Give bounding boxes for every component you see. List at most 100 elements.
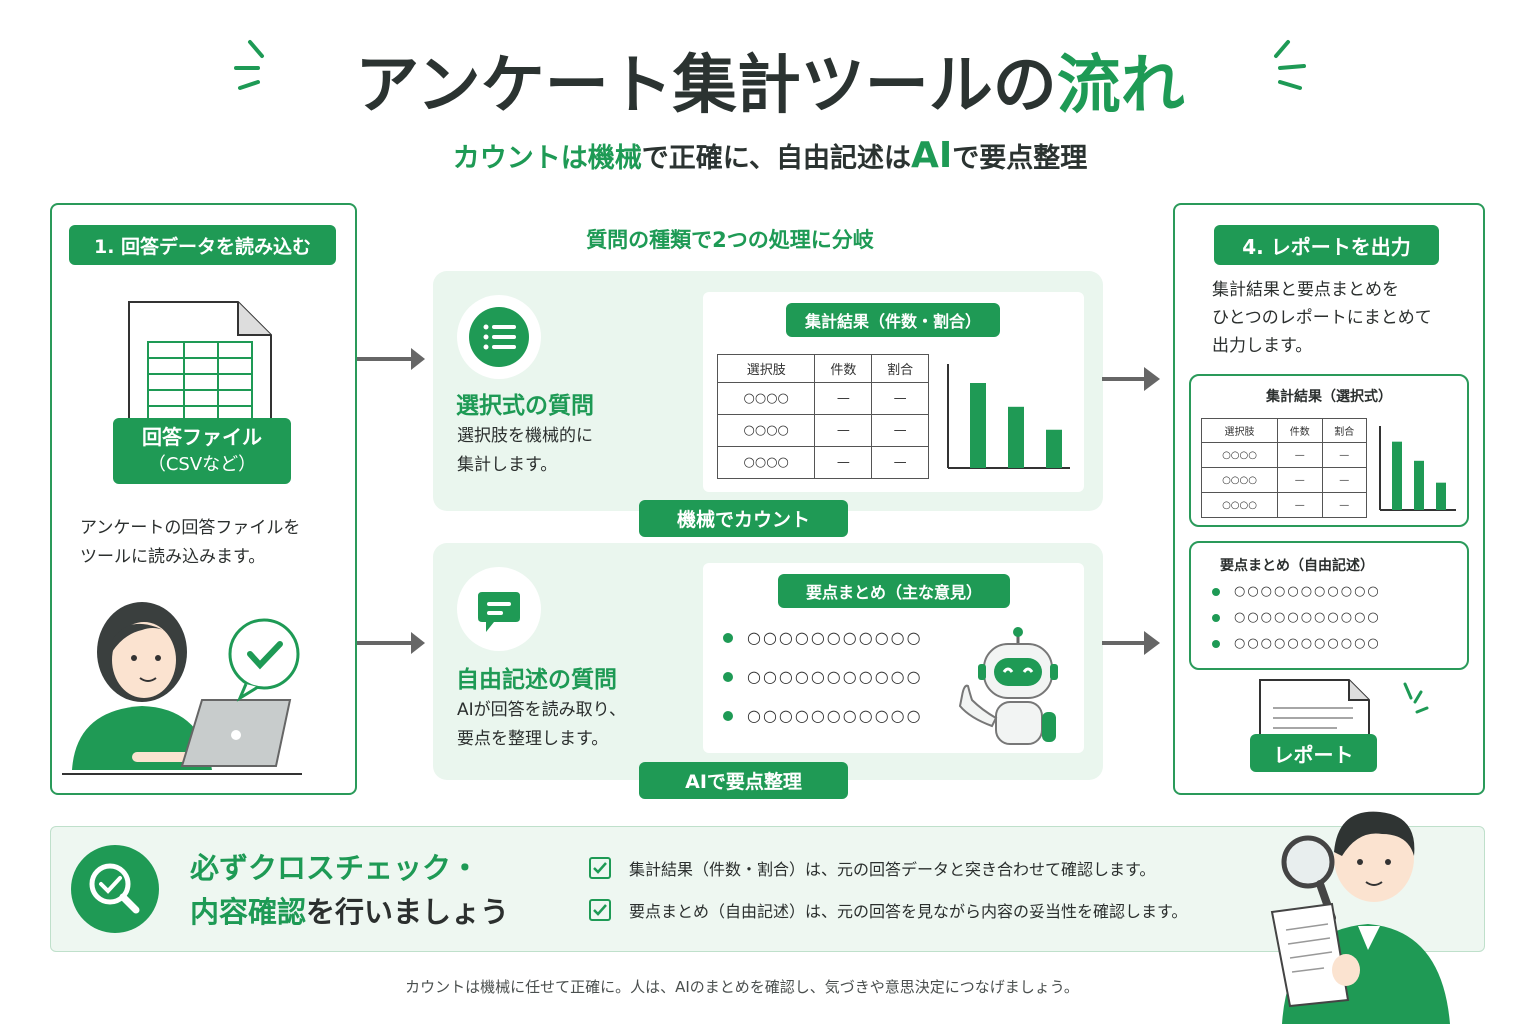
report-label: レポート <box>1250 734 1377 772</box>
bullet-dot <box>723 671 733 682</box>
table-cell: ○○○○ <box>716 382 816 415</box>
bullet-text: ○○○○○○○○○○○ <box>747 706 923 725</box>
chart-bar <box>1436 482 1446 510</box>
choice-footer-label: 機械でカウント <box>639 500 848 537</box>
table-header: 割合 <box>871 354 929 383</box>
list-item: ○○○○○○○○○○○ <box>1212 636 1381 651</box>
table-header: 件数 <box>814 354 873 383</box>
choice-desc-line1: 選択肢を機械的に <box>457 426 593 446</box>
table-cell: — <box>871 414 929 447</box>
person-laptop-illustration <box>62 590 312 780</box>
report-bar-chart <box>1379 426 1456 511</box>
report-summary-box <box>1189 541 1469 670</box>
bullet-text: ○○○○○○○○○○○ <box>1234 610 1381 625</box>
choice-result-label: 集計結果（件数・割合） <box>786 303 1000 337</box>
table-cell: — <box>1321 467 1368 493</box>
choice-bar-chart <box>947 364 1070 469</box>
checklist-text: 要点まとめ（自由記述）は、元の回答を見ながら内容の妥当性を確認します。 <box>629 902 1188 921</box>
free-result-label: 要点まとめ（主な意見） <box>778 574 1010 608</box>
bullet-dot <box>1212 613 1220 622</box>
free-question-desc: AIが回答を読み取り、 要点を整理します。 <box>457 696 626 754</box>
checklist-item: 要点まとめ（自由記述）は、元の回答を見ながら内容の妥当性を確認します。 <box>589 898 1187 922</box>
cross-check-title-rest: を行いましょう <box>306 895 510 929</box>
table-header: 割合 <box>1321 418 1368 443</box>
table-header: 選択肢 <box>716 354 816 383</box>
table-cell: — <box>871 446 929 479</box>
magnifier-check-icon <box>70 844 160 934</box>
cross-check-title-line1: 必ずクロスチェック・ <box>190 851 480 885</box>
report-results-label: 集計結果（選択式） <box>1266 389 1392 405</box>
table-cell: — <box>1277 492 1323 518</box>
footer-note: カウントは機械に任せて正確に。人は、AIのまとめを確認し、気づきや意思決定につな… <box>405 978 1079 996</box>
chart-bar <box>970 383 986 468</box>
bullet-dot <box>1212 587 1220 596</box>
step1-desc-line1: アンケートの回答ファイルを <box>80 518 301 538</box>
table-cell: — <box>1277 467 1323 493</box>
branch-heading: 質問の種類で2つの処理に分岐 <box>586 228 874 252</box>
checklist-item: 集計結果（件数・割合）は、元の回答データと突き合わせて確認します。 <box>589 856 1155 880</box>
bullet-text: ○○○○○○○○○○○ <box>747 667 923 686</box>
table-cell: — <box>814 446 873 479</box>
table-cell: ○○○○ <box>716 446 816 479</box>
arrow-choice-to-report <box>1102 362 1164 396</box>
free-footer-label: AIで要点整理 <box>639 762 848 799</box>
arrow-free-to-report <box>1102 626 1164 660</box>
list-item: ○○○○○○○○○○○ <box>723 628 923 647</box>
step4-label: 4. レポートを出力 <box>1214 225 1439 265</box>
table-cell: — <box>814 382 873 415</box>
file-label-line1: 回答ファイル <box>142 425 262 449</box>
list-item: ○○○○○○○○○○○ <box>723 706 923 725</box>
bullet-dot <box>723 710 733 721</box>
step4-description: 集計結果と要点まとめを ひとつのレポートにまとめて 出力します。 <box>1212 276 1432 360</box>
bullet-dot <box>723 632 733 643</box>
checkbox-icon <box>589 899 611 921</box>
chart-bar <box>1046 429 1062 468</box>
page-title: アンケート集計ツールの流れ <box>355 49 1185 123</box>
table-cell: ○○○○ <box>716 414 816 447</box>
bullet-text: ○○○○○○○○○○○ <box>747 628 923 647</box>
choice-desc-line2: 集計します。 <box>457 455 558 475</box>
free-question-title: 自由記述の質問 <box>456 667 617 693</box>
step1-label: 1. 回答データを読み込む <box>69 225 336 265</box>
bullet-text: ○○○○○○○○○○○ <box>1234 636 1381 651</box>
table-cell: ○○○○ <box>1200 442 1279 468</box>
file-label-line2: （CSVなど） <box>147 454 257 475</box>
choice-result-table: 選択肢 件数 割合 ○○○○ — — ○○○○ — — ○○○○ — — <box>716 354 929 479</box>
free-desc-line2: 要点を整理します。 <box>457 729 609 749</box>
bullet-text: ○○○○○○○○○○○ <box>1234 584 1381 599</box>
title-decoration-right <box>1262 38 1312 98</box>
step4-desc-line3: 出力します。 <box>1212 336 1313 356</box>
table-cell: ○○○○ <box>1200 467 1279 493</box>
table-cell: — <box>871 382 929 415</box>
table-cell: — <box>1277 442 1323 468</box>
title-decoration-left <box>228 38 278 98</box>
choice-question-title: 選択式の質問 <box>456 393 594 419</box>
step1-desc-line2: ツールに読み込みます。 <box>80 547 266 567</box>
file-label: 回答ファイル （CSVなど） <box>113 418 291 484</box>
spreadsheet-file-icon <box>126 300 276 430</box>
step4-desc-line1: 集計結果と要点まとめを <box>1212 280 1399 300</box>
report-results-table: 選択肢 件数 割合 ○○○○ — — ○○○○ — — ○○○○ — — <box>1200 418 1368 518</box>
table-cell: — <box>1321 492 1368 518</box>
bullet-dot <box>1212 639 1220 648</box>
person-magnifier-illustration <box>1262 800 1462 1024</box>
chart-bar <box>1392 441 1402 510</box>
cross-check-banner <box>50 826 1485 952</box>
table-cell: — <box>1321 442 1368 468</box>
table-cell: — <box>814 414 873 447</box>
chart-bar <box>1414 460 1424 510</box>
arrow-to-choice <box>357 342 429 376</box>
arrow-to-free <box>357 626 429 660</box>
checklist-text: 集計結果（件数・割合）は、元の回答データと突き合わせて確認します。 <box>629 860 1156 879</box>
step4-desc-line2: ひとつのレポートにまとめて <box>1212 308 1432 328</box>
table-header: 選択肢 <box>1200 418 1279 443</box>
checkbox-icon <box>589 857 611 879</box>
page-subtitle: カウントは機械で正確に、自由記述はAIで要点整理 <box>452 135 1088 176</box>
choice-question-desc: 選択肢を機械的に 集計します。 <box>457 422 593 480</box>
robot-icon <box>952 626 1062 746</box>
table-header: 件数 <box>1277 418 1323 443</box>
list-item: ○○○○○○○○○○○ <box>1212 610 1381 625</box>
list-icon <box>456 294 542 380</box>
chat-bubble-icon <box>456 566 542 652</box>
list-item: ○○○○○○○○○○○ <box>723 667 923 686</box>
